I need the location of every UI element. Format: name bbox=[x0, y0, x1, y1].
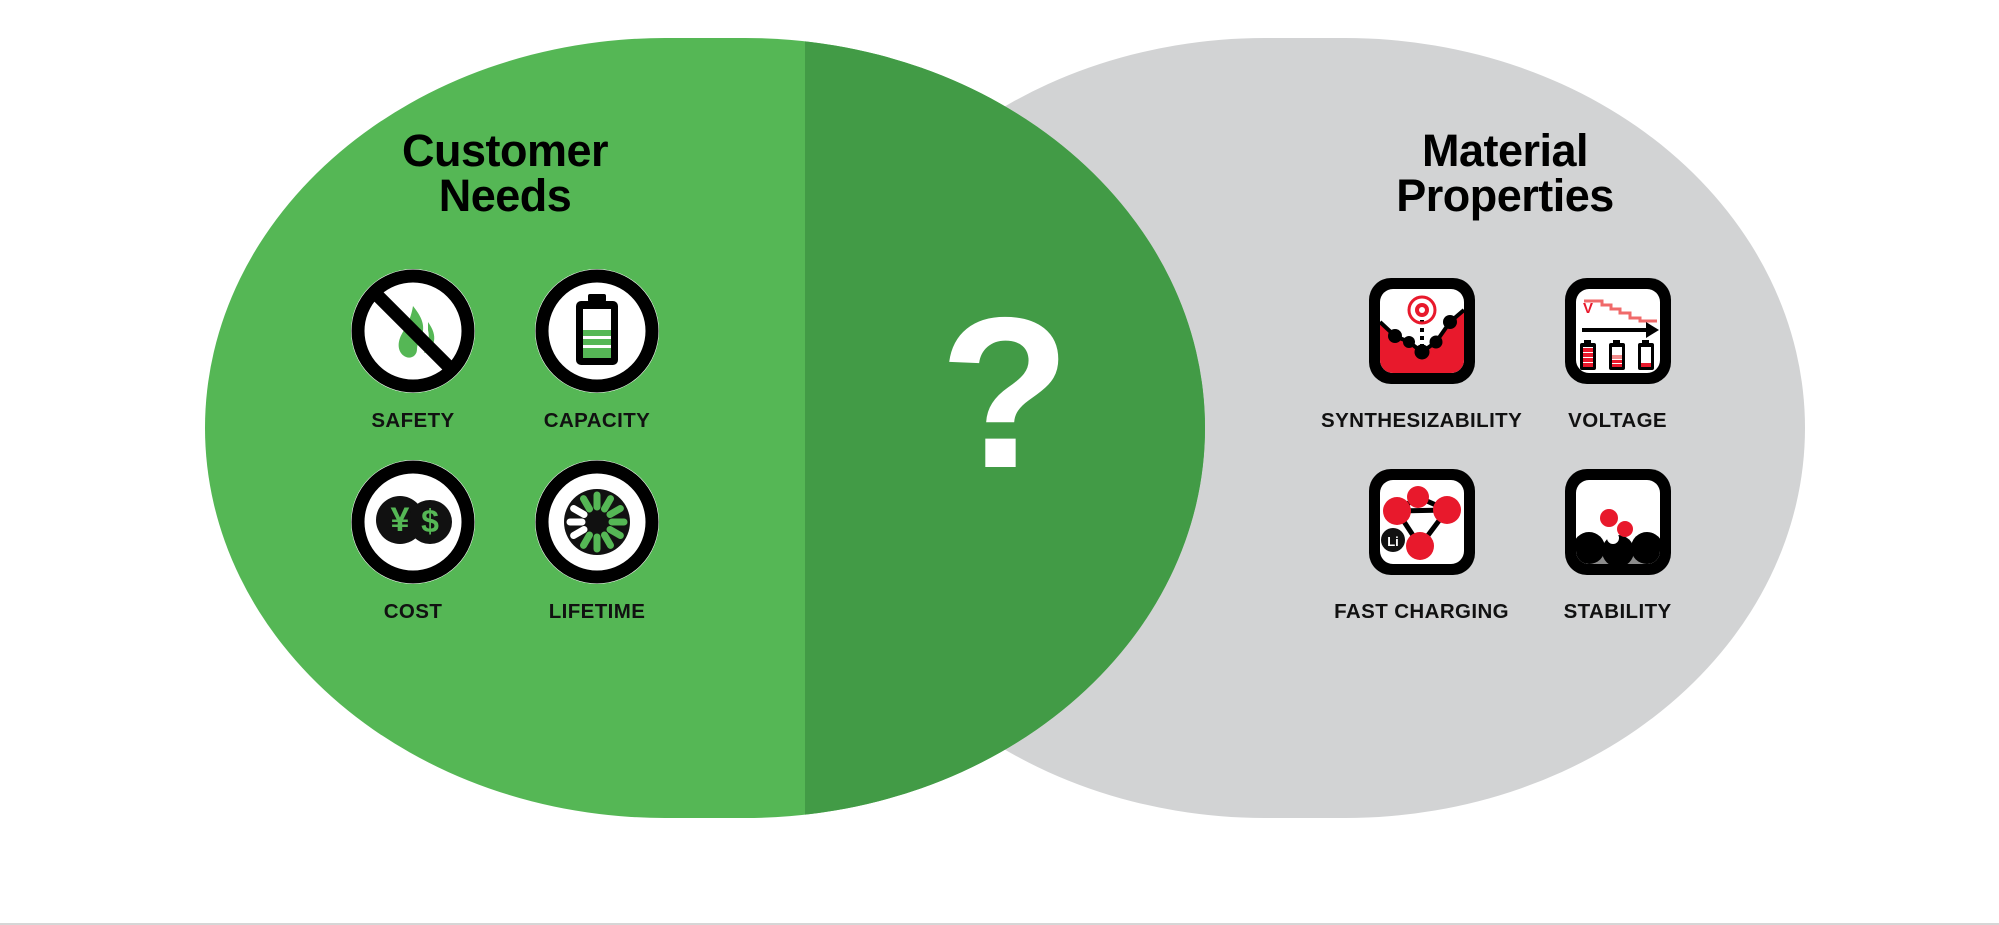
icon-label: LIFETIME bbox=[548, 600, 646, 623]
material-properties-icon-grid: SYNTHESIZABILITY V bbox=[1205, 260, 1805, 624]
material-property-item-stability[interactable]: STABILITY bbox=[1546, 451, 1689, 624]
customer-needs-title-line-1: Customer bbox=[401, 125, 609, 176]
icon-label: CAPACITY bbox=[543, 409, 651, 432]
icon-label: FAST CHARGING bbox=[1334, 600, 1510, 623]
customer-need-item-capacity[interactable]: CAPACITY bbox=[517, 260, 677, 433]
no-fire-icon bbox=[342, 260, 484, 402]
svg-text:$: $ bbox=[421, 503, 439, 539]
battery-capacity-icon bbox=[526, 260, 668, 402]
li-lattice-icon: Li bbox=[1351, 451, 1493, 593]
customer-needs-title-line-2: Needs bbox=[438, 170, 572, 221]
material-property-item-fast-charging[interactable]: Li FAST CHARGING bbox=[1321, 451, 1522, 624]
customer-needs-title: Customer Needs bbox=[205, 128, 805, 218]
customer-need-item-lifetime[interactable]: LIFETIME bbox=[517, 451, 677, 624]
settled-particles-icon bbox=[1547, 451, 1689, 593]
material-property-item-synthesizability[interactable]: SYNTHESIZABILITY bbox=[1321, 260, 1522, 433]
customer-need-item-cost[interactable]: ¥ $ COST bbox=[333, 451, 493, 624]
cycle-spinner-icon bbox=[526, 451, 668, 593]
icon-label: VOLTAGE bbox=[1568, 409, 1667, 432]
icon-label: SYNTHESIZABILITY bbox=[1321, 409, 1523, 432]
bottom-divider bbox=[0, 923, 1999, 925]
svg-text:Li: Li bbox=[1387, 534, 1399, 549]
customer-need-item-safety[interactable]: SAFETY bbox=[333, 260, 493, 433]
material-properties-title-line-1: Material bbox=[1421, 125, 1589, 176]
intersection-question-mark: ? bbox=[939, 272, 1071, 513]
customer-needs-icon-grid: SAFETY CAPACITY bbox=[205, 260, 805, 624]
material-properties-title-line-2: Properties bbox=[1396, 170, 1614, 221]
icon-label: STABILITY bbox=[1563, 600, 1672, 623]
material-property-item-voltage[interactable]: V bbox=[1546, 260, 1689, 433]
icon-label: SAFETY bbox=[371, 409, 455, 432]
svg-text:¥: ¥ bbox=[391, 501, 410, 539]
customer-needs-panel: Customer Needs SAFETY bbox=[205, 128, 805, 624]
material-properties-title: Material Properties bbox=[1205, 128, 1805, 218]
voltage-decay-icon: V bbox=[1547, 260, 1689, 402]
yen-dollar-coins-icon: ¥ $ bbox=[342, 451, 484, 593]
icon-label: COST bbox=[383, 600, 443, 623]
material-properties-panel: Material Properties bbox=[1205, 128, 1805, 624]
svg-text:V: V bbox=[1583, 300, 1593, 317]
energy-landscape-icon bbox=[1351, 260, 1493, 402]
